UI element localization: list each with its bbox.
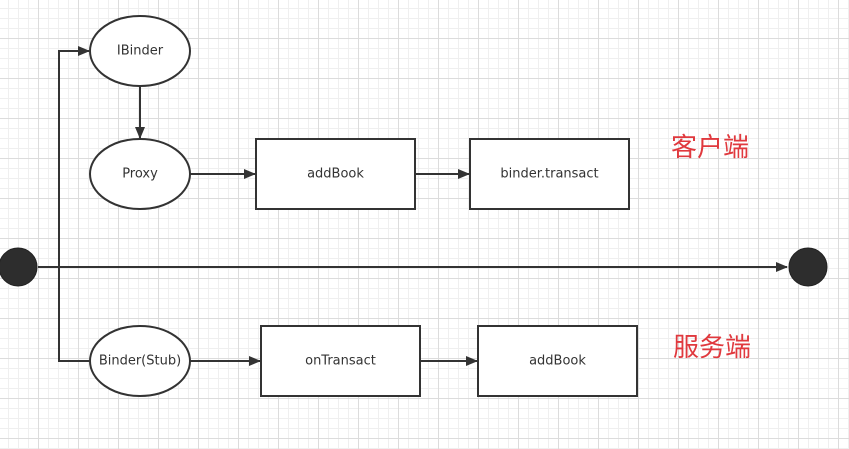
binder-transact-label: binder.transact (500, 167, 598, 182)
ontransact-label: onTransact (305, 354, 376, 369)
stub-to-ibinder-connector (58, 46, 90, 362)
addbook-server-node[interactable]: addBook (477, 325, 638, 397)
ibinder-label: IBinder (117, 44, 164, 59)
client-side-label: 客户端 (671, 133, 749, 163)
end-terminal (788, 247, 828, 287)
binder-stub-node[interactable]: Binder(Stub) (89, 325, 191, 397)
binder-transact-node[interactable]: binder.transact (469, 138, 630, 210)
server-side-label: 服务端 (673, 333, 751, 363)
addbook-client-node[interactable]: addBook (255, 138, 416, 210)
addbook-client-label: addBook (307, 167, 364, 182)
proxy-label: Proxy (122, 167, 158, 182)
ibinder-node[interactable]: IBinder (89, 15, 191, 87)
binder-stub-label: Binder(Stub) (99, 354, 181, 369)
ontransact-node[interactable]: onTransact (260, 325, 421, 397)
proxy-node[interactable]: Proxy (89, 138, 191, 210)
addbook-server-label: addBook (529, 354, 586, 369)
start-terminal (0, 247, 38, 287)
